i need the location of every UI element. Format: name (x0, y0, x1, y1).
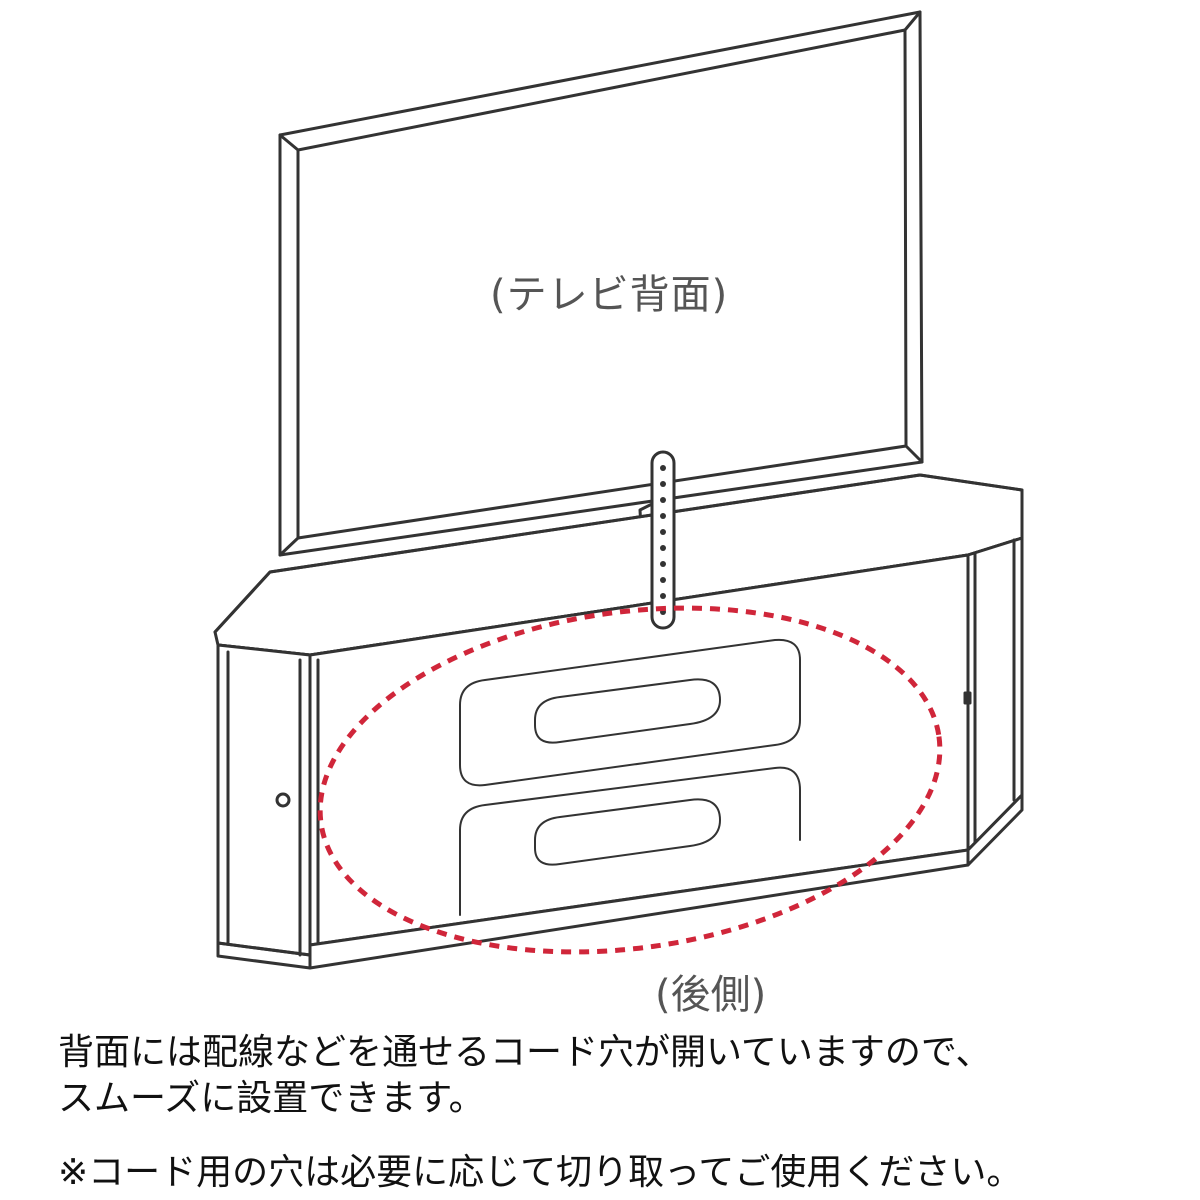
description-line-1: 背面には配線などを通せるコード穴が開いていますので、 (58, 1032, 992, 1073)
tv-stand-illustration (213, 10, 1024, 970)
description: 背面には配線などを通せるコード穴が開いていますので、 スムーズに設置できます。 (58, 1030, 991, 1122)
cord-hole-highlight (317, 605, 943, 955)
cord-cover-post (650, 450, 676, 630)
rear-side-label: (後側) (655, 972, 767, 1018)
tv-back-label: (テレビ背面) (490, 272, 729, 318)
tv-panel (278, 10, 924, 557)
cord-hole-cutouts (459, 638, 801, 916)
stand-right-side (963, 536, 1024, 867)
description-line-2: スムーズに設置できます。 (58, 1078, 485, 1119)
usage-note: ※コード用の穴は必要に応じて切り取ってご使用ください。 (58, 1152, 1023, 1193)
stand-back-panel (308, 553, 970, 970)
stand-left-side (216, 643, 312, 970)
